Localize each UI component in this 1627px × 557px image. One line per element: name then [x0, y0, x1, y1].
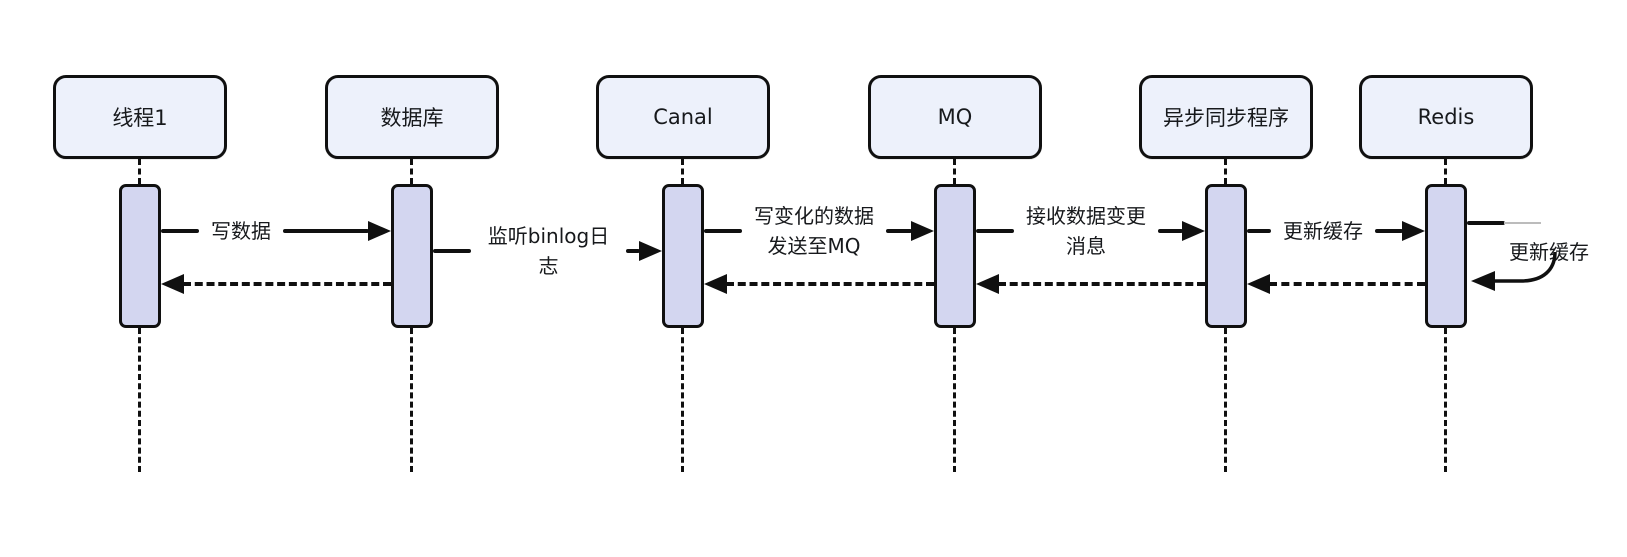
message-line	[1375, 229, 1403, 233]
arrowhead-right-icon	[639, 241, 662, 261]
lifeline-connector	[1224, 159, 1227, 184]
actor-box-mq: MQ	[868, 75, 1042, 159]
return-dashed-line	[726, 282, 934, 286]
self-message-label: 更新缓存	[1509, 240, 1589, 264]
message-line	[1158, 229, 1183, 233]
actor-label: 线程1	[112, 106, 168, 130]
message-line	[886, 229, 912, 233]
self-message-line	[1467, 221, 1505, 225]
message-label: 写数据	[211, 219, 271, 243]
message-line	[283, 229, 369, 233]
lifeline-database	[410, 328, 413, 472]
message-listen-binlog: 监听binlog日志	[433, 219, 662, 283]
message-label: 接收数据变更 消息	[1026, 204, 1146, 258]
message-line	[433, 249, 471, 253]
message-label: 监听binlog日志	[487, 224, 610, 278]
actor-box-database: 数据库	[325, 75, 499, 159]
lifeline-redis	[1444, 328, 1447, 472]
lifeline-async-sync-program	[1224, 328, 1227, 472]
arrowhead-left-icon	[1471, 271, 1495, 291]
return-dashed-line	[183, 282, 391, 286]
actor-box-thread1: 线程1	[53, 75, 227, 159]
actor-label: Canal	[653, 105, 713, 129]
actor-label: MQ	[937, 105, 973, 129]
actor-box-redis: Redis	[1359, 75, 1533, 159]
return-arrow-mq-to-canal	[704, 272, 934, 296]
actor-box-canal: Canal	[596, 75, 770, 159]
actor-label: 数据库	[380, 106, 444, 130]
return-dashed-line	[1269, 282, 1425, 286]
activation-bar-redis	[1425, 184, 1467, 328]
self-message-line-faded	[1504, 222, 1541, 224]
message-receive-change: 接收数据变更 消息	[976, 199, 1205, 263]
self-message-curve-arrow	[1471, 251, 1557, 291]
lifeline-canal	[681, 328, 684, 472]
message-line	[704, 229, 742, 233]
arrowhead-right-icon	[1182, 221, 1205, 241]
actor-box-async-sync-program: 异步同步程序	[1139, 75, 1313, 159]
actor-label: Redis	[1417, 105, 1475, 129]
arrowhead-left-icon	[161, 274, 184, 294]
arrowhead-left-icon	[1247, 274, 1270, 294]
message-label: 写变化的数据 发送至MQ	[754, 204, 874, 258]
arrowhead-right-icon	[911, 221, 934, 241]
activation-bar-canal	[662, 184, 704, 328]
lifeline-connector	[1444, 159, 1447, 184]
activation-bar-mq	[934, 184, 976, 328]
lifeline-mq	[953, 328, 956, 472]
lifeline-connector	[138, 159, 141, 184]
message-update-cache: 更新缓存	[1247, 199, 1425, 263]
arrowhead-left-icon	[976, 274, 999, 294]
return-dashed-line	[998, 282, 1205, 286]
arrowhead-right-icon	[1402, 221, 1425, 241]
actor-label: 异步同步程序	[1163, 106, 1289, 130]
lifeline-connector	[953, 159, 956, 184]
activation-bar-thread1	[119, 184, 161, 328]
message-write-data: 写数据	[161, 199, 391, 263]
lifeline-connector	[410, 159, 413, 184]
return-arrow-async-to-mq	[976, 272, 1205, 296]
message-line	[161, 229, 199, 233]
return-arrow-redis-to-async	[1247, 272, 1425, 296]
lifeline-connector	[681, 159, 684, 184]
message-line	[976, 229, 1014, 233]
message-line	[626, 249, 640, 253]
lifeline-thread1	[138, 328, 141, 472]
message-line	[1247, 229, 1271, 233]
arrowhead-right-icon	[368, 221, 391, 241]
activation-bar-database	[391, 184, 433, 328]
return-arrow-database-to-thread1	[161, 272, 391, 296]
message-send-changed-data: 写变化的数据 发送至MQ	[704, 199, 934, 263]
activation-bar-async-sync-program	[1205, 184, 1247, 328]
arrowhead-left-icon	[704, 274, 727, 294]
message-label: 更新缓存	[1283, 219, 1363, 243]
